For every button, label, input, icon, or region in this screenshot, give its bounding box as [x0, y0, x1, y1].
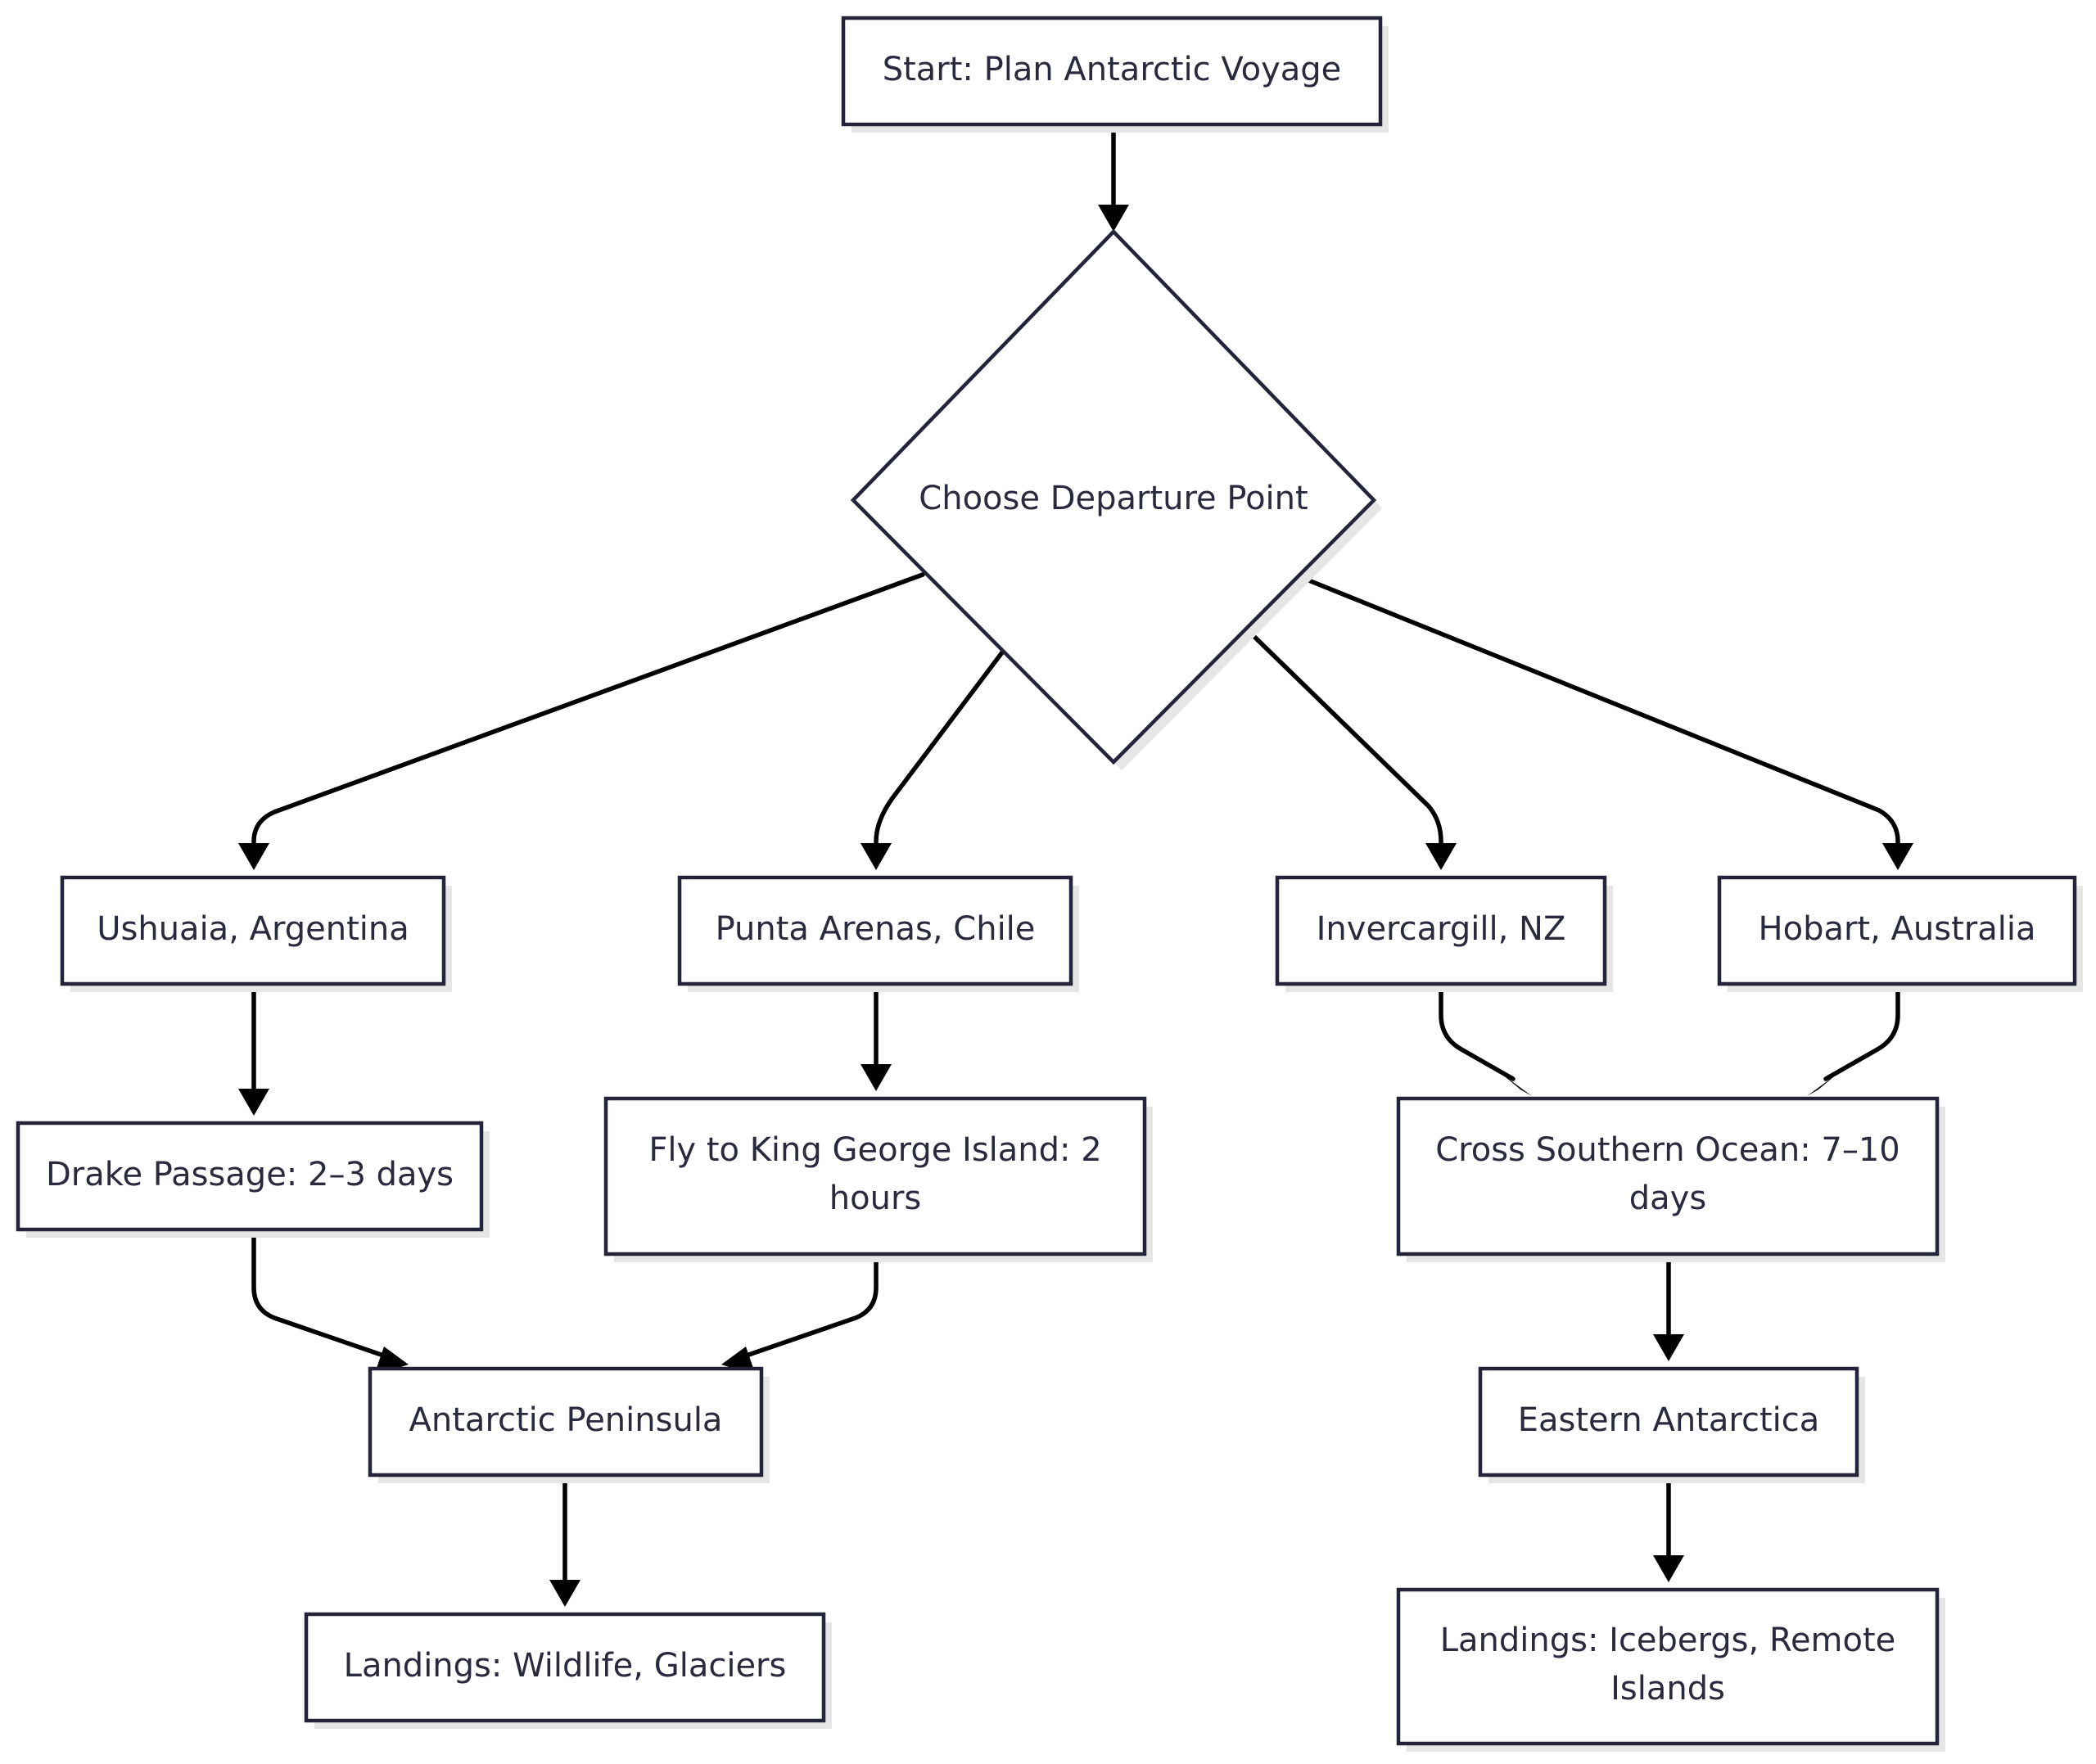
ushuaia-node-label: Ushuaia, Argentina: [97, 910, 409, 948]
drake-passage-node-label: Drake Passage: 2–3 days: [46, 1156, 454, 1193]
landings-peninsula-node: Landings: Wildlife, Glaciers: [304, 1612, 832, 1729]
arrowhead-fly: [861, 1064, 892, 1091]
arrowhead-cross-left: [1501, 1073, 1532, 1096]
edge-decision-to-hobart: [1300, 575, 1900, 855]
fly-node: Fly to King George Island: 2 hours: [603, 1096, 1153, 1262]
fly-node-label-line1: Fly to King George Island: 2: [648, 1131, 1101, 1169]
arrowhead-cross-right: [1807, 1073, 1838, 1096]
landings-eastern-node-label-line2: Islands: [1610, 1670, 1725, 1708]
edges-layer: [238, 122, 1913, 1607]
punta-arenas-node-label: Punta Arenas, Chile: [716, 910, 1036, 948]
edge-decision-to-invercargill: [1246, 629, 1443, 855]
ushuaia-node: Ushuaia, Argentina: [60, 875, 452, 992]
arrowhead-invercargill: [1425, 843, 1457, 870]
antarctic-peninsula-node: Antarctic Peninsula: [368, 1366, 770, 1483]
arrowhead-ushuaia: [238, 843, 269, 870]
start-node-label: Start: Plan Antarctic Voyage: [883, 51, 1342, 88]
invercargill-node: Invercargill, NZ: [1275, 875, 1613, 992]
punta-arenas-node: Punta Arenas, Chile: [677, 875, 1079, 992]
arrowhead-decision: [1098, 205, 1129, 232]
edge-decision-to-punta-arenas: [874, 650, 1005, 855]
edge-hobart-to-cross: [1823, 981, 1900, 1081]
cross-ocean-node: Cross Southern Ocean: 7–10 days: [1396, 1096, 1945, 1262]
arrowhead-hobart: [1882, 843, 1913, 870]
drake-passage-node: Drake Passage: 2–3 days: [16, 1121, 490, 1238]
hobart-node: Hobart, Australia: [1717, 875, 2083, 992]
arrowhead-eastern: [1653, 1334, 1684, 1361]
arrowhead-punta-arenas: [861, 843, 892, 870]
eastern-antarctica-node-label: Eastern Antarctica: [1518, 1401, 1820, 1439]
edge-decision-to-ushuaia: [251, 572, 925, 855]
decision-node-label: Choose Departure Point: [919, 480, 1308, 517]
edge-invercargill-to-cross: [1439, 981, 1516, 1081]
arrowhead-drake: [238, 1089, 269, 1116]
landings-eastern-node-label-line1: Landings: Icebergs, Remote: [1440, 1622, 1896, 1659]
edge-drake-to-peninsula: [251, 1227, 395, 1361]
start-node: Start: Plan Antarctic Voyage: [841, 16, 1389, 133]
fly-node-label-line2: hours: [829, 1180, 921, 1217]
hobart-node-label: Hobart, Australia: [1759, 910, 2036, 948]
nodes-layer: Start: Plan Antarctic Voyage Choose Depa…: [16, 16, 2083, 1752]
landings-eastern-node: Landings: Icebergs, Remote Islands: [1396, 1587, 1945, 1752]
arrowhead-landings-peninsula: [549, 1580, 580, 1607]
antarctic-peninsula-node-label: Antarctic Peninsula: [409, 1401, 723, 1439]
decision-node: Choose Departure Point: [850, 228, 1382, 770]
edge-fly-to-peninsula: [734, 1252, 879, 1361]
cross-ocean-node-label-line1: Cross Southern Ocean: 7–10: [1435, 1131, 1900, 1169]
eastern-antarctica-node: Eastern Antarctica: [1478, 1366, 1865, 1483]
landings-peninsula-node-label: Landings: Wildlife, Glaciers: [344, 1647, 787, 1685]
arrowhead-landings-eastern: [1653, 1555, 1684, 1582]
invercargill-node-label: Invercargill, NZ: [1317, 910, 1566, 948]
cross-ocean-node-label-line2: days: [1629, 1180, 1706, 1217]
